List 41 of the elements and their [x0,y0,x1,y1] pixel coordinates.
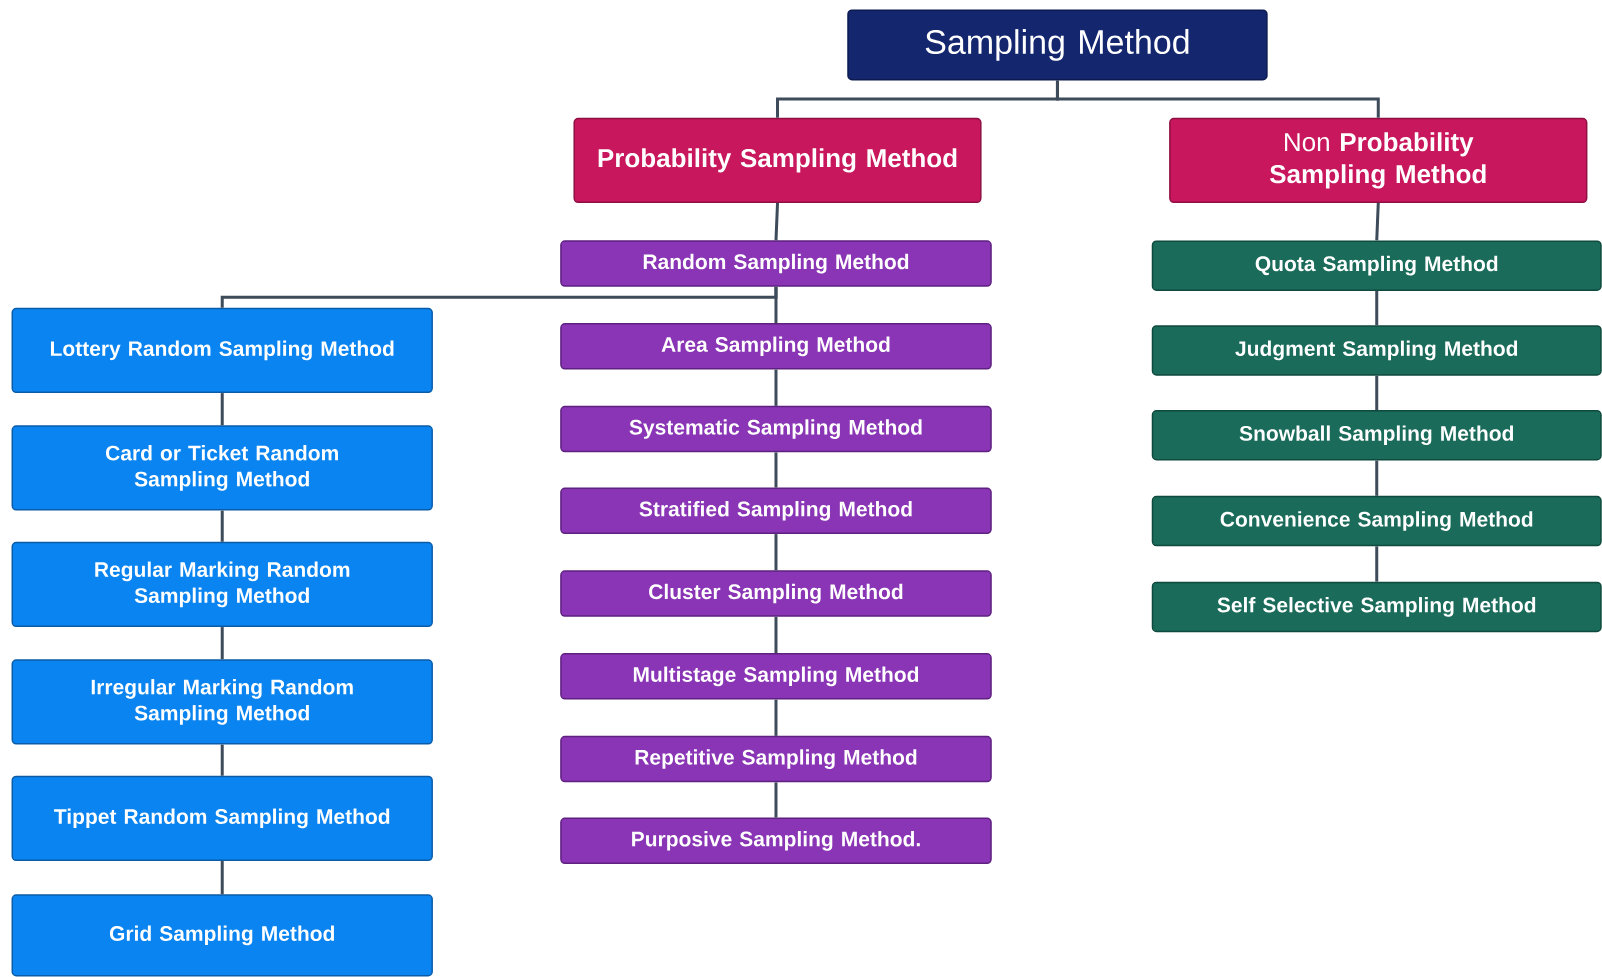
connector-line [1375,546,1379,582]
connector-line [220,627,224,660]
method-box: Self Selective Sampling Method [1151,581,1602,633]
method-box: Systematic Sampling Method [560,405,992,453]
connector-line [774,782,778,818]
category-box: Probability Sampling Method [573,117,982,204]
connector-line [774,452,778,488]
connector-line [220,393,224,426]
method-box: Grid Sampling Method [11,894,433,977]
method-box: Area Sampling Method [560,323,992,370]
method-box: Regular Marking Random Sampling Method [11,541,433,628]
method-box: Irregular Marking Random Sampling Method [11,659,433,745]
connector-line [774,203,779,241]
method-box: Convenience Sampling Method [1151,495,1602,547]
connector-line [774,369,778,406]
connector-line [774,616,778,654]
connector-line [1375,460,1379,496]
connector-line [220,286,778,308]
category-box: Non Probability Sampling Method [1169,117,1588,204]
connector-line [1375,375,1379,410]
method-box: Lottery Random Sampling Method [11,307,433,394]
method-box: Cluster Sampling Method [560,570,992,617]
method-box: Tippet Random Sampling Method [11,775,433,862]
method-box: Quota Sampling Method [1151,240,1602,291]
root-box: Sampling Method [847,9,1268,81]
connector-line [774,699,778,736]
method-box: Stratified Sampling Method [560,487,992,535]
method-box: Random Sampling Method [560,240,992,287]
connector-line [774,534,778,571]
connector-line [1375,203,1380,241]
connector-line [220,861,224,895]
method-box: Purposive Sampling Method. [560,817,992,865]
connector-line [220,744,224,776]
connector-line [220,510,224,542]
method-box: Judgment Sampling Method [1151,325,1602,376]
connector-line [1375,290,1379,326]
connector-line [1055,80,1380,118]
method-box: Card or Ticket Random Sampling Method [11,425,433,511]
method-box: Multistage Sampling Method [560,653,992,700]
method-box: Snowball Sampling Method [1151,410,1602,461]
method-box: Repetitive Sampling Method [560,735,992,783]
